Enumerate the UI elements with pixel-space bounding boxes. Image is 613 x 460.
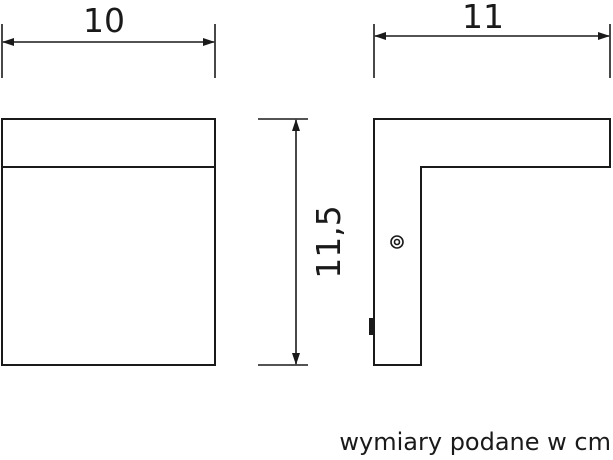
depth-dimension: 11 (373, 0, 611, 78)
side-view (369, 118, 611, 366)
mounting-screw-inner (393, 238, 401, 246)
side-view-outline (373, 118, 611, 366)
front-view-outline (1, 118, 216, 366)
height-label: 11,5 (309, 205, 348, 278)
units-note: wymiary podane w cm (339, 428, 611, 456)
height-dimension: 11,5 (258, 118, 348, 366)
width-label: 10 (83, 1, 125, 40)
depth-label: 11 (462, 0, 504, 36)
mounting-screw-outer (390, 235, 404, 249)
front-view (1, 118, 216, 366)
width-dimension: 10 (1, 1, 216, 78)
cable-entry-tab (369, 318, 374, 335)
